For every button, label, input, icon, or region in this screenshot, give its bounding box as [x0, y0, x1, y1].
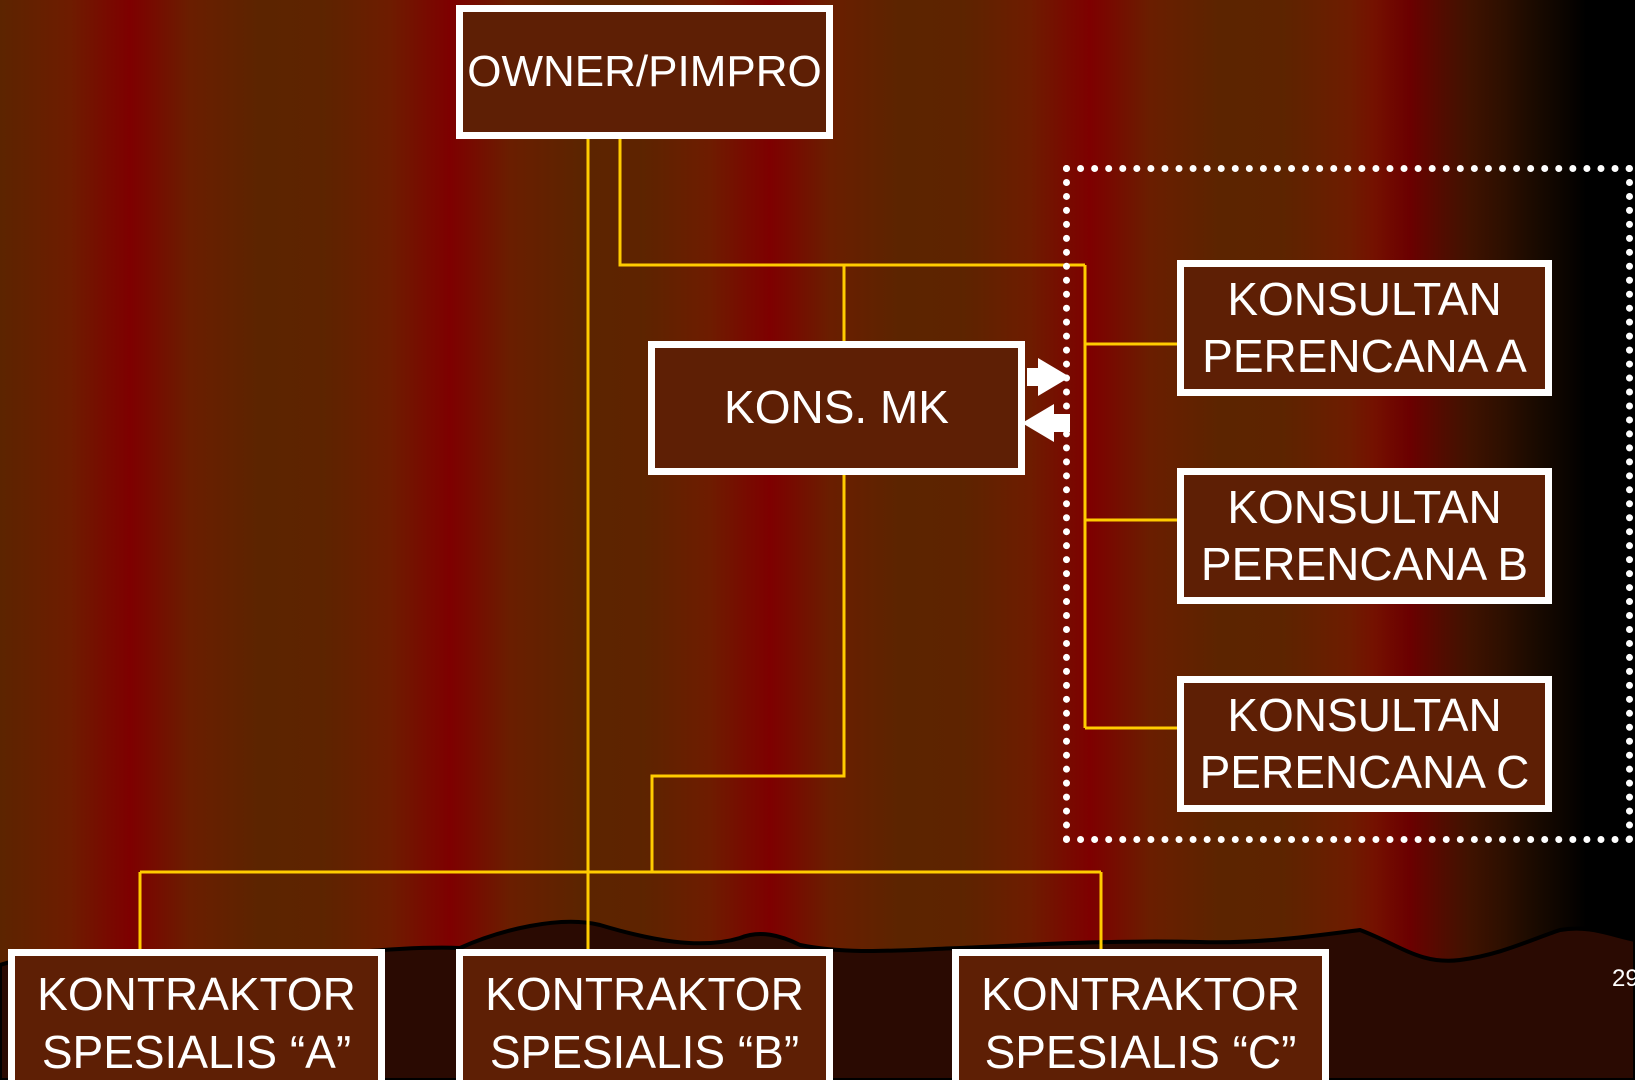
kons-mk-box: KONS. MK — [648, 341, 1025, 475]
owner-label: OWNER/PIMPRO — [467, 46, 821, 99]
consultant-a-box: KONSULTAN PERENCANA A — [1177, 260, 1552, 396]
consultant-a-line2: PERENCANA A — [1202, 328, 1527, 386]
consultant-b-box: KONSULTAN PERENCANA B — [1177, 468, 1552, 604]
contractor-b-line1: KONTRAKTOR — [485, 966, 804, 1024]
contractor-b-line2: SPESIALIS “B” — [490, 1024, 799, 1080]
mk-to-contractor-line — [652, 473, 844, 872]
contractor-a-line2: SPESIALIS “A” — [42, 1024, 351, 1080]
contractor-c-line1: KONTRAKTOR — [981, 966, 1300, 1024]
contractor-a-line1: KONTRAKTOR — [37, 966, 356, 1024]
contractor-c-line2: SPESIALIS “C” — [985, 1024, 1297, 1080]
consultant-b-line2: PERENCANA B — [1201, 536, 1528, 594]
contractor-b-box: KONTRAKTOR SPESIALIS “B” — [456, 949, 833, 1080]
consultant-c-line2: PERENCANA C — [1200, 744, 1530, 802]
consultant-a-line1: KONSULTAN — [1227, 271, 1501, 329]
mk-label: KONS. MK — [724, 380, 949, 435]
owner-box: OWNER/PIMPRO — [456, 5, 833, 139]
contractor-a-box: KONTRAKTOR SPESIALIS “A” — [8, 949, 385, 1080]
owner-to-consultant-line — [620, 137, 1085, 265]
page-number: 29 — [1612, 965, 1635, 993]
contractor-c-box: KONTRAKTOR SPESIALIS “C” — [952, 949, 1329, 1080]
consultant-b-line1: KONSULTAN — [1227, 479, 1501, 537]
consultant-c-box: KONSULTAN PERENCANA C — [1177, 676, 1552, 812]
consultant-c-line1: KONSULTAN — [1227, 687, 1501, 745]
